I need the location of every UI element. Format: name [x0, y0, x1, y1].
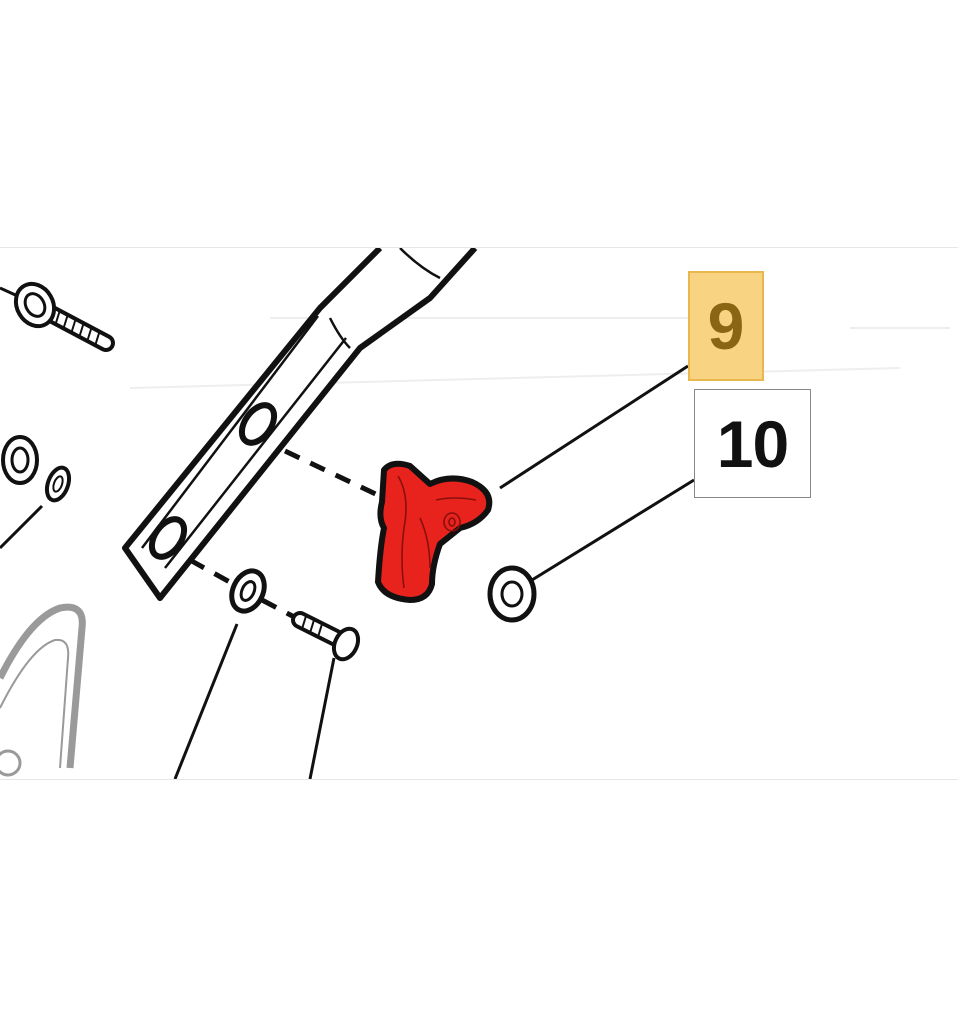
bolt-top-left [0, 281, 115, 352]
faint-background-lines [129, 317, 950, 389]
bolt-center [291, 611, 361, 779]
diagram-drawing [0, 248, 950, 779]
callout-10[interactable]: 10 [694, 389, 811, 498]
knob-part-highlighted [375, 364, 689, 603]
nut-left [0, 435, 72, 550]
exploded-parts-diagram: 9 10 [0, 247, 958, 780]
guard-lower-left [0, 603, 86, 777]
callout-9[interactable]: 9 [688, 271, 764, 381]
nut-part-10 [487, 478, 695, 623]
washer-center [173, 568, 267, 779]
handle-bar [122, 248, 478, 601]
